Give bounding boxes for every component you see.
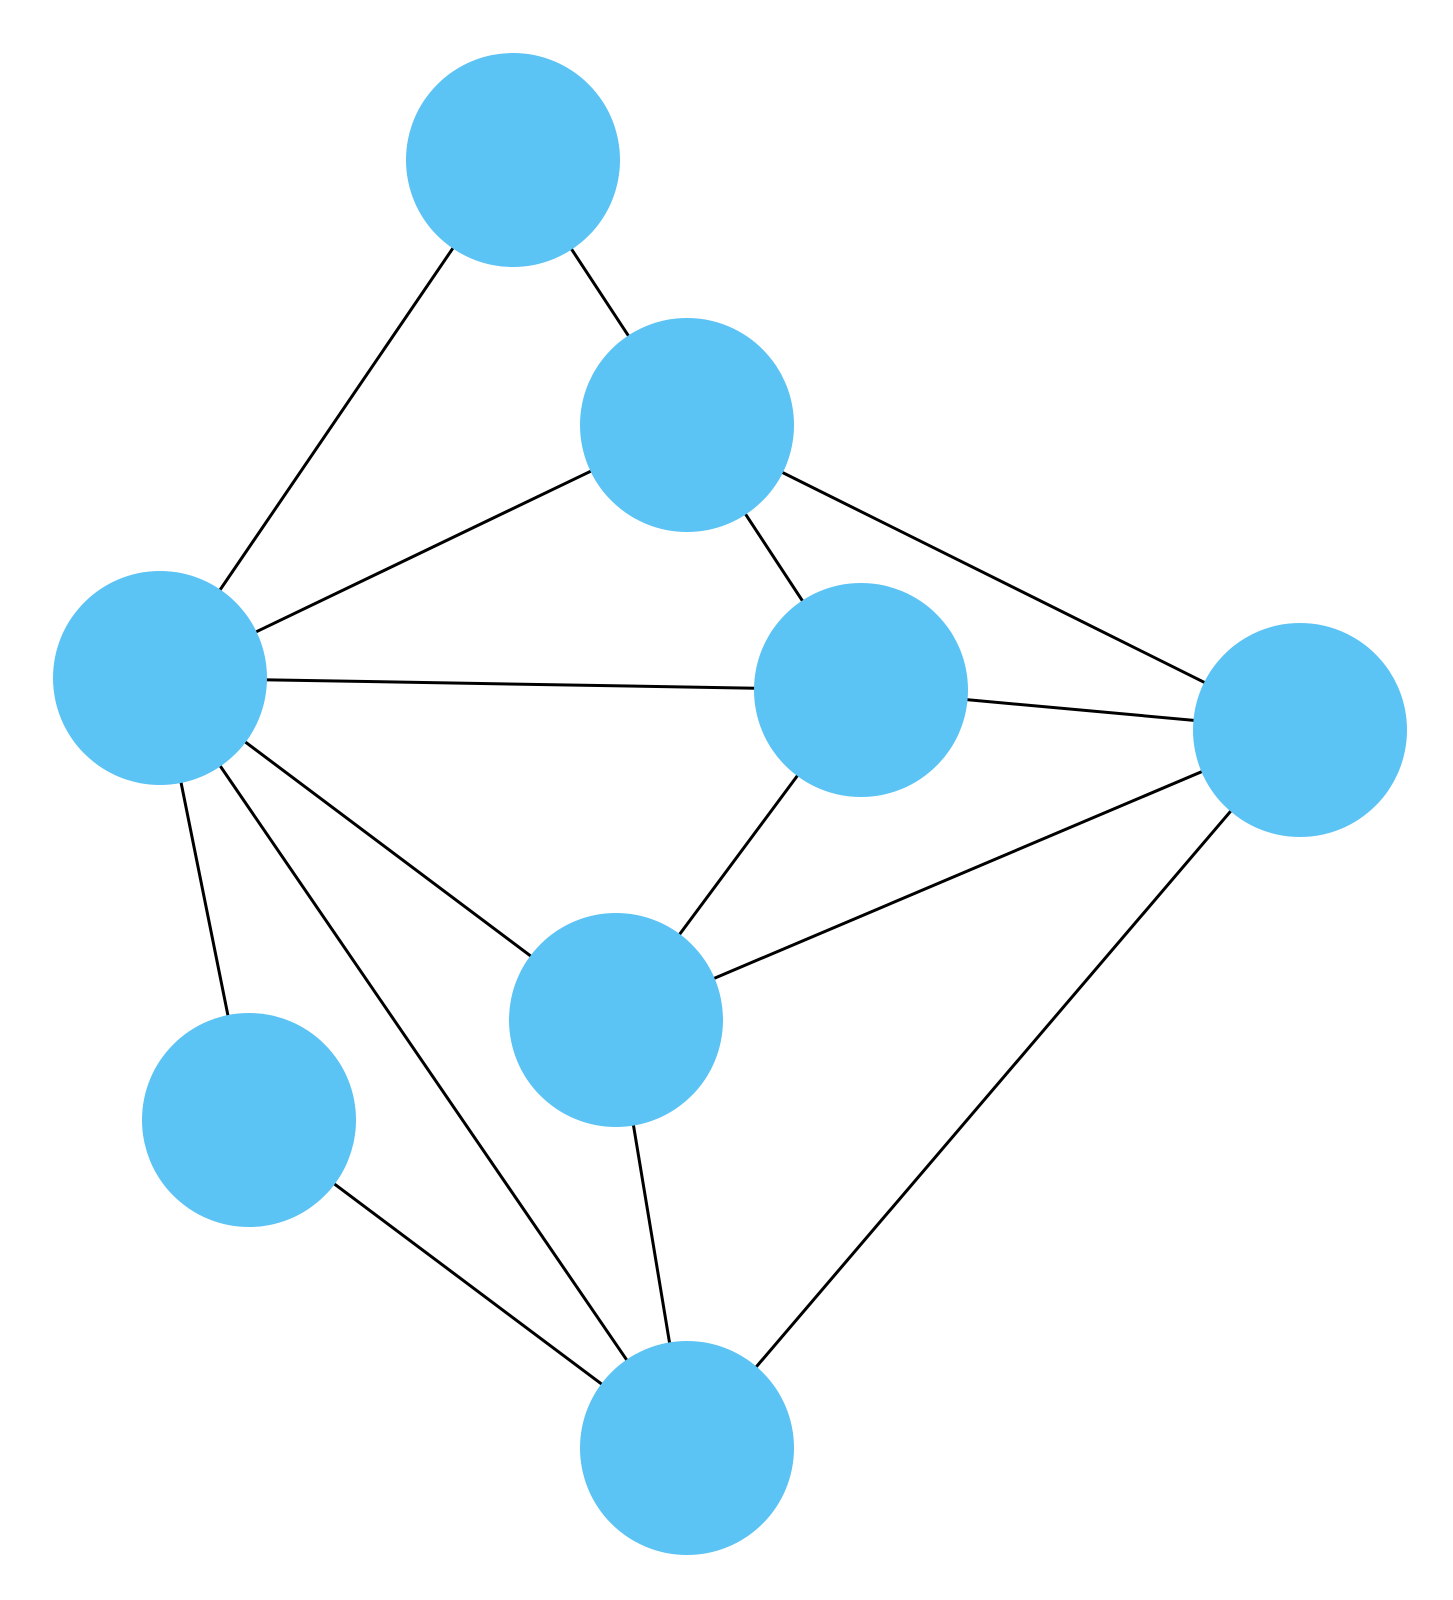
node-bottom	[580, 1341, 794, 1555]
edge-right-bottom	[685, 729, 1302, 1449]
node-left	[53, 571, 267, 785]
node-right	[1193, 623, 1407, 837]
node-upper-middle	[580, 318, 794, 532]
edge-upper-middle-right	[686, 423, 1301, 732]
edge-left-bottom	[158, 677, 689, 1449]
edge-left-center	[159, 676, 862, 692]
node-top	[406, 53, 620, 267]
node-layer	[53, 53, 1407, 1555]
node-lower-center	[509, 913, 723, 1127]
edge-right-lower-center	[615, 728, 1301, 1022]
node-lower-left	[142, 1013, 356, 1227]
node-center	[754, 583, 968, 797]
